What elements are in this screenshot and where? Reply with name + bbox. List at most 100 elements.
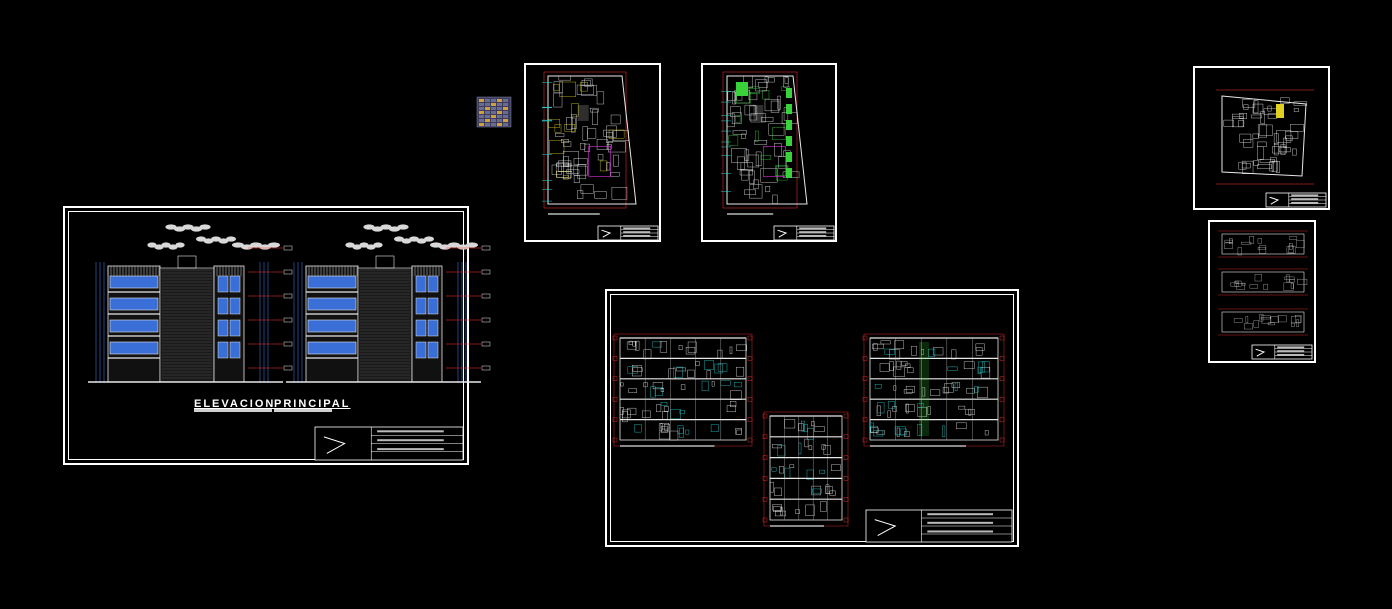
section-detail [977,366,981,375]
title-text-bar [799,227,827,230]
sections-sheet-small[interactable] [1208,220,1316,363]
layer-swatch-cell [503,103,508,106]
section-detail [1267,322,1275,326]
site-element [1253,160,1259,166]
section-detail [874,383,882,389]
floor-plan-sheet-1[interactable] [524,63,661,242]
section-detail [660,388,664,392]
layer-swatch-cell [497,115,502,118]
elevation-sheet[interactable] [63,206,469,465]
site-highlight [1276,104,1284,118]
room-wall [741,133,746,139]
room-wall [768,123,785,136]
window-band [307,275,357,289]
title-text-bar [377,439,444,442]
section-detail [779,466,784,474]
sections-sheet[interactable] [605,289,1019,547]
site-element [1278,147,1291,153]
section-detail [1290,283,1294,289]
cloud-shape [366,244,376,250]
room-wall [740,162,753,171]
section-detail [1289,279,1295,283]
section-outline [619,337,747,441]
site-element [1260,111,1266,124]
level-tag [999,397,1005,402]
site-element [1269,161,1274,172]
room-wall [750,113,766,123]
title-text-bar [1291,201,1319,204]
level-tag [747,376,753,381]
floor-plan-sheet-2[interactable] [701,63,837,242]
window-band [109,319,159,333]
cloud-shape [161,242,171,248]
section-detail [695,361,700,366]
layer-swatch-cell [503,119,508,122]
title-text-bar [1291,194,1319,197]
site-element [1290,124,1304,132]
room-wall [777,95,781,110]
section-detail [1259,313,1264,322]
site-element [1242,99,1256,108]
section-detail [1297,278,1308,285]
elevator-core [588,146,612,177]
section-detail [893,385,897,391]
cloud-shape [466,242,478,248]
section-detail [823,445,831,455]
site-element [1274,142,1279,156]
cloud-shape [226,236,236,242]
section-detail [870,427,879,433]
title-underline [194,409,272,412]
section-detail [628,388,637,393]
room-wall [730,106,741,117]
landscape-strip [786,120,792,130]
room-wall [563,164,571,179]
site-element [1259,124,1273,136]
cloud-shape [175,242,185,248]
section-detail [884,348,895,355]
section-detail [735,428,742,435]
section-detail [1235,281,1239,284]
section-detail [643,349,652,360]
room-wall [596,91,605,105]
room-wall [599,160,608,172]
layer-swatch-cell [491,103,496,106]
section-detail [641,410,651,418]
room-wall [760,155,772,160]
title-text-bar [1277,353,1305,356]
title-text-bar [1291,198,1319,201]
section-detail [643,382,648,388]
elevator-core [762,146,786,177]
layer-swatch-cell [485,115,490,118]
landscape-strip [786,104,792,114]
sheet-inner-border [610,294,1014,542]
level-tag [283,341,293,347]
section-strip [1221,233,1305,255]
level-tag [843,497,849,502]
cloud-shape [147,242,157,248]
level-tag [762,476,768,481]
title-text-bar [623,227,651,230]
section-detail [1288,245,1294,253]
dimension-frame [763,411,849,527]
north-arrow-icon [1255,348,1266,357]
layer-swatch-cell [479,111,484,114]
section-detail [775,510,787,517]
section-detail [795,509,800,514]
section-detail [887,410,891,418]
room-wall [587,128,597,139]
room-wall [553,92,563,108]
cloud-shape [211,236,221,242]
section-detail [893,366,905,377]
room-wall [571,103,579,117]
cloud-shape [199,224,211,230]
level-tag [612,417,618,422]
site-plan-sheet[interactable] [1193,66,1330,210]
room-wall [760,168,778,183]
section-detail [814,426,825,432]
room-wall [553,81,563,94]
room-wall [772,194,778,204]
room-wall [731,148,747,164]
section-detail [1237,247,1242,256]
level-tag [862,397,868,402]
section-detail [736,344,747,351]
